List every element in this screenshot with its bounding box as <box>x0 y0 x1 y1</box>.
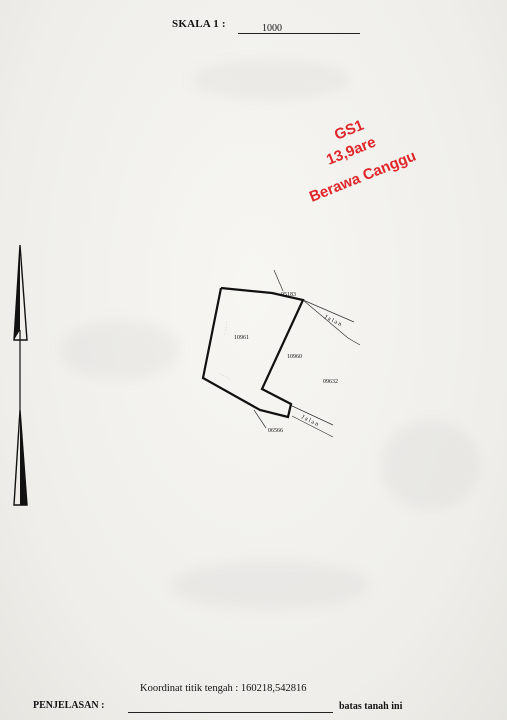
explanation-label: PENJELASAN : <box>33 700 105 711</box>
paper-smudge <box>380 420 480 510</box>
legend-boundary-line <box>128 712 333 713</box>
svg-text:· · · · · ·: · · · · · · <box>222 322 229 336</box>
north-arrow-icon <box>13 244 28 506</box>
parcel-label: 10961 <box>234 335 249 341</box>
parcel-label: 05183 <box>281 292 296 298</box>
paper-smudge <box>190 60 350 100</box>
scale-underline <box>238 33 360 34</box>
parcel-boundary <box>201 286 305 419</box>
road-label: J a l a n <box>323 314 342 327</box>
parcel-label: 09632 <box>323 379 338 385</box>
parcel-label: 10960 <box>287 354 302 360</box>
center-coordinate: Koordinat titik tengah : 160218,542816 <box>140 683 307 694</box>
road-label: J a l a n <box>300 414 319 427</box>
svg-text:· · · · · ·: · · · · · · <box>218 371 232 382</box>
legend-boundary-text: batas tanah ini <box>339 701 403 712</box>
scale-value: 1000 <box>262 23 282 34</box>
paper-smudge <box>60 320 180 380</box>
parcel-label: 06566 <box>268 428 283 434</box>
paper-smudge <box>170 560 370 610</box>
scale-label: SKALA 1 : <box>172 18 226 30</box>
